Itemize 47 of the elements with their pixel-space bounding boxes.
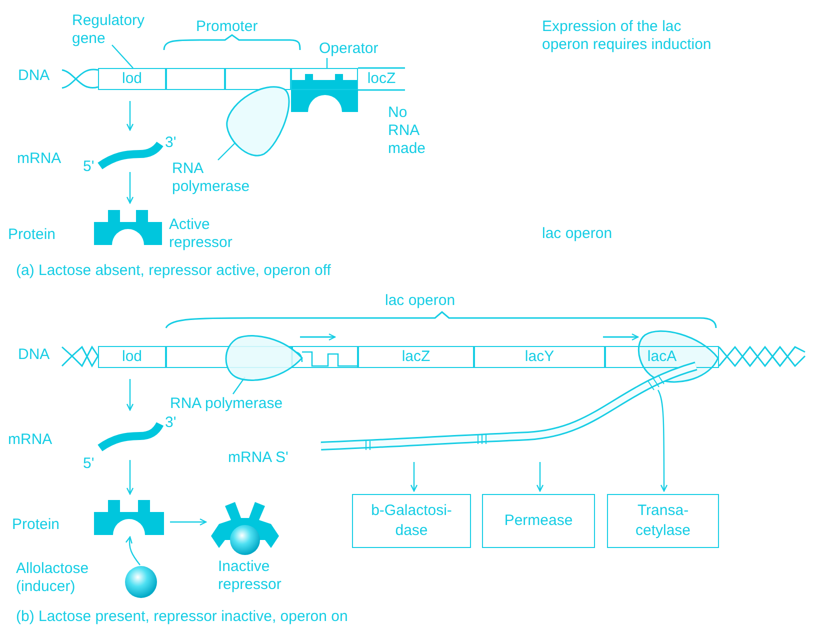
leader-line — [326, 58, 328, 68]
strand-label: mRNA S' — [228, 449, 290, 467]
arrow — [126, 379, 134, 411]
operator-segment — [291, 68, 358, 90]
callout-label: Operator — [319, 40, 394, 58]
enzyme-box: Transa- cetylase — [607, 494, 719, 548]
row-label: DNA — [18, 346, 51, 364]
row-label: mRNA — [8, 431, 54, 449]
end-label: 3' — [165, 414, 178, 432]
end-label: 5' — [83, 455, 96, 473]
panel-caption: (b) Lactose present, repressor inactive, operon on — [16, 608, 349, 626]
bracket-label: lac operon — [385, 292, 456, 310]
arrow — [126, 460, 134, 495]
arrow — [410, 462, 418, 492]
arrow — [170, 518, 207, 526]
arrow — [126, 101, 134, 131]
gene-segment: lacZ — [358, 346, 474, 368]
promoter-segment — [166, 68, 225, 90]
gene-segment: lacY — [474, 346, 605, 368]
row-label: mRNA — [17, 150, 62, 168]
callout-label: RNA polymerase — [170, 395, 310, 413]
row-label: Protein — [8, 226, 57, 244]
gene-segment: lod — [98, 68, 166, 90]
panel-caption: (a) Lactose absent, repressor active, operon off — [16, 262, 332, 280]
callout-label: Regulatory gene — [72, 12, 152, 48]
end-label: 5' — [83, 158, 96, 176]
leader-line — [112, 44, 134, 68]
gene-segment: lacA — [605, 346, 719, 368]
bracket-label: Promoter — [196, 18, 259, 36]
heading-text: lac operon — [542, 225, 614, 243]
heading-text: Expression of the lac operon requires induction — [542, 18, 712, 54]
inducer-label: Allolactose (inducer) — [16, 560, 90, 596]
gene-segment: lod — [98, 346, 166, 368]
protein-label: Inactive repressor — [218, 558, 282, 594]
arrow — [126, 536, 140, 566]
row-label: DNA — [18, 67, 51, 85]
callout-label: RNA polymerase — [172, 160, 272, 196]
arrow — [126, 172, 134, 204]
enzyme-box: b-Galactosi- dase — [352, 494, 471, 548]
row-label: Protein — [12, 516, 61, 534]
protein-label: Active repressor — [169, 216, 234, 252]
arrow — [536, 462, 544, 492]
gene-label: locZ — [358, 68, 405, 90]
status-note: No RNA made — [388, 104, 427, 158]
enzyme-box: Permease — [482, 494, 595, 548]
end-label: 3' — [165, 134, 178, 152]
arrow — [657, 390, 668, 492]
